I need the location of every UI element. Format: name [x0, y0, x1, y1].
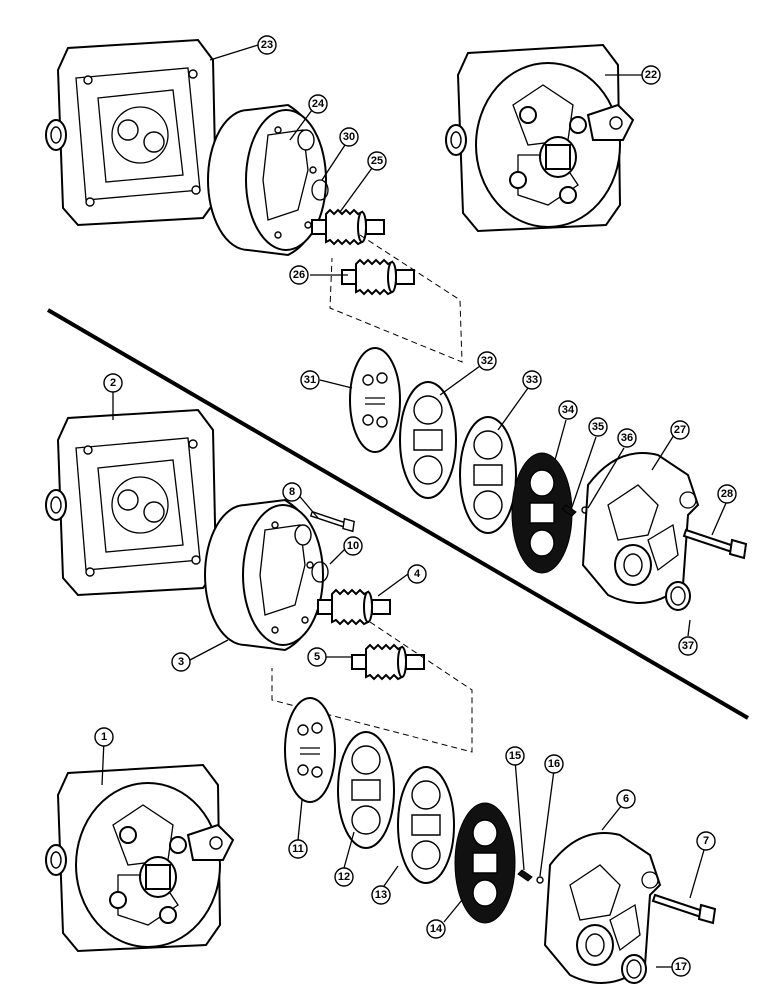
callout-4: 4 [407, 564, 427, 584]
part-retainer-37 [665, 581, 691, 611]
dashed-outline-lower [271, 621, 473, 753]
svg-text:34: 34 [562, 404, 575, 416]
svg-text:16: 16 [548, 758, 560, 770]
part-o-ring-10 [311, 561, 329, 583]
svg-text:27: 27 [674, 424, 686, 436]
part-rear-plate-lower [45, 409, 217, 596]
svg-text:24: 24 [312, 98, 325, 110]
part-driven-gear-5 [351, 644, 425, 680]
part-o-ring-30 [311, 179, 329, 201]
svg-text:26: 26 [293, 269, 305, 281]
part-bolt-28 [683, 529, 747, 559]
svg-text:17: 17 [675, 961, 687, 973]
part-seal-34 [511, 452, 573, 574]
svg-text:32: 32 [481, 355, 493, 367]
part-spring-35 [561, 504, 577, 517]
svg-text:2: 2 [110, 377, 116, 389]
callout-28: 28 [717, 484, 737, 504]
svg-text:10: 10 [347, 540, 359, 552]
svg-text:33: 33 [526, 374, 538, 386]
callout-32: 32 [477, 351, 497, 371]
svg-text:36: 36 [621, 432, 633, 444]
callout-30: 30 [339, 127, 359, 147]
callout-15: 15 [505, 746, 525, 766]
svg-text:3: 3 [178, 656, 184, 668]
callout-10: 10 [343, 536, 363, 556]
svg-text:1: 1 [101, 731, 107, 743]
part-bolt-8 [310, 511, 355, 532]
callout-24: 24 [308, 94, 328, 114]
callout-8: 8 [282, 482, 302, 502]
part-gear-body-lower [204, 499, 324, 651]
callout-37: 37 [678, 636, 698, 656]
callout-2: 2 [103, 373, 123, 393]
leader-lines [101, 44, 727, 968]
svg-text:7: 7 [703, 835, 709, 847]
callout-25: 25 [367, 151, 387, 171]
part-gasket-33 [459, 416, 517, 534]
dashed-outline-upper [329, 234, 463, 363]
callout-7: 7 [696, 831, 716, 851]
svg-text:11: 11 [292, 843, 304, 855]
svg-text:8: 8 [289, 486, 295, 498]
callout-27: 27 [670, 420, 690, 440]
part-retainer-17 [621, 954, 647, 984]
callout-6: 6 [616, 789, 636, 809]
svg-text:23: 23 [261, 39, 273, 51]
part-gear-body-upper [207, 104, 327, 256]
part-spring-15 [517, 869, 533, 882]
callout-22: 22 [641, 65, 661, 85]
svg-text:5: 5 [314, 651, 320, 663]
part-gasket-12 [337, 731, 395, 849]
part-driven-gear-26 [341, 259, 415, 295]
callout-1: 1 [94, 727, 114, 747]
callout-13: 13 [371, 885, 391, 905]
section-divider-line [46, 308, 750, 720]
svg-text:37: 37 [682, 640, 694, 652]
callout-35: 35 [588, 417, 608, 437]
callout-23: 23 [257, 35, 277, 55]
svg-text:6: 6 [623, 793, 629, 805]
callout-33: 33 [522, 370, 542, 390]
svg-text:14: 14 [430, 923, 443, 935]
svg-text:4: 4 [414, 568, 421, 580]
part-gasket-13 [397, 766, 455, 884]
svg-text:12: 12 [338, 871, 350, 883]
callout-34: 34 [558, 400, 578, 420]
svg-text:25: 25 [371, 155, 383, 167]
part-ball-16 [536, 876, 544, 884]
part-gasket-32 [399, 381, 457, 499]
part-pump-housing-upper [445, 44, 634, 232]
part-rear-plate-upper [45, 39, 217, 226]
callout-36: 36 [617, 428, 637, 448]
callout-31: 31 [300, 370, 320, 390]
callout-12: 12 [334, 867, 354, 887]
callout-26: 26 [289, 265, 309, 285]
part-wear-plate-11 [284, 697, 336, 803]
callout-16: 16 [544, 754, 564, 774]
callout-17: 17 [671, 957, 691, 977]
svg-text:30: 30 [343, 131, 355, 143]
svg-text:22: 22 [645, 69, 657, 81]
part-seal-14 [454, 802, 516, 924]
callout-3: 3 [171, 652, 191, 672]
svg-text:15: 15 [509, 750, 521, 762]
callout-5: 5 [307, 647, 327, 667]
callout-11: 11 [288, 839, 308, 859]
part-bolt-7 [652, 894, 716, 924]
svg-text:13: 13 [375, 889, 387, 901]
svg-text:31: 31 [304, 374, 316, 386]
part-pump-housing-lower [45, 764, 234, 952]
svg-text:35: 35 [592, 421, 604, 433]
part-wear-plate-31 [349, 347, 401, 453]
svg-text:28: 28 [721, 488, 733, 500]
callout-14: 14 [426, 919, 446, 939]
part-end-cover-27 [582, 452, 699, 604]
part-drive-gear-25 [311, 209, 385, 245]
